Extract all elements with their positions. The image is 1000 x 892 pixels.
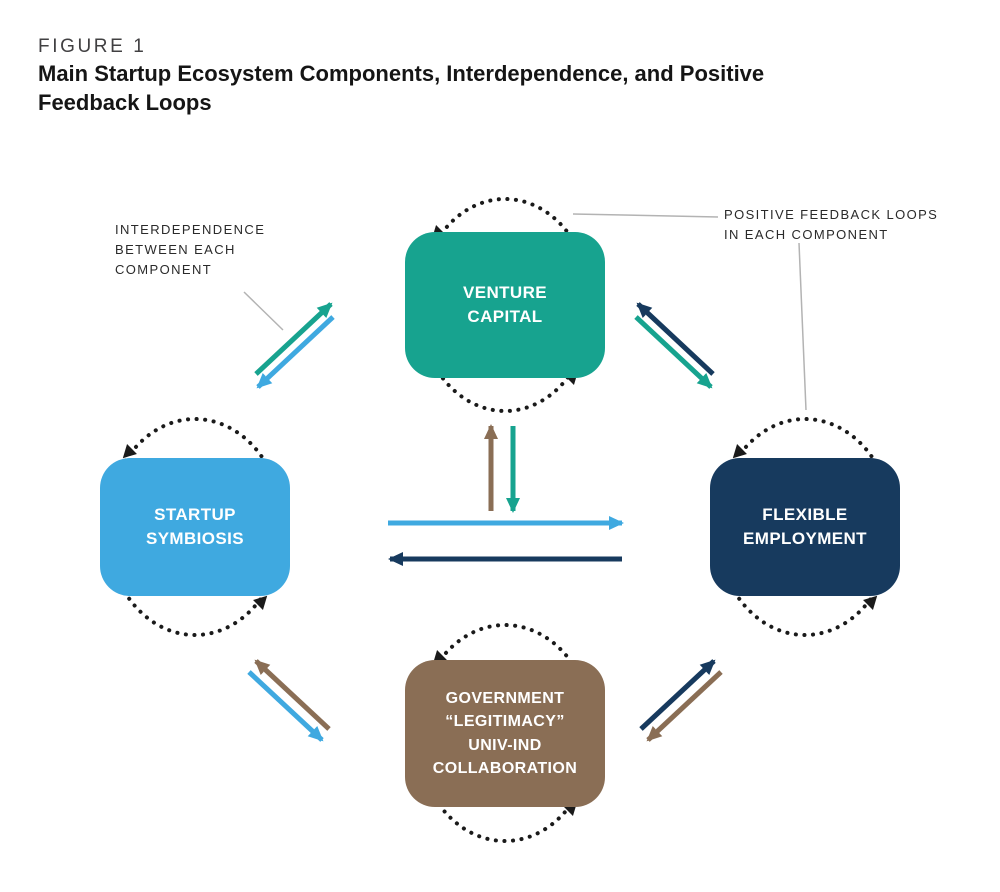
loop-arrowhead-icon xyxy=(863,595,878,610)
annotation-interdependence: INTERDEPENDENCE BETWEEN EACH COMPONENT xyxy=(115,222,266,278)
arrow-to-government xyxy=(247,670,324,742)
node-startup-symbiosis-label: STARTUP SYMBIOSIS xyxy=(145,505,245,548)
arrow-to-venture-capital xyxy=(254,302,333,376)
interdependence-pointer-line xyxy=(243,291,284,331)
node-flexible-employment: FLEXIBLE EMPLOYMENT xyxy=(710,458,900,596)
arrow-to-startup-symbiosis xyxy=(256,315,335,389)
feedback-pointer-line-vc xyxy=(572,213,719,218)
arrows-startup-symbiosis-government xyxy=(247,659,331,742)
feedback-pointer-line-fe xyxy=(798,242,807,411)
arrow-to-flexible-employment xyxy=(639,659,716,731)
arrows-venture-capital-government xyxy=(484,424,520,513)
arrows-startup-symbiosis-flexible-employment xyxy=(388,516,624,566)
figure-label: FIGURE 1 xyxy=(38,36,147,57)
node-government-label: GOVERNMENT “LEGITIMACY” UNIV-IND COLLABO… xyxy=(432,690,578,777)
node-flexible-employment-label: FLEXIBLE EMPLOYMENT xyxy=(743,505,867,548)
node-venture-capital: VENTURE CAPITAL xyxy=(405,232,605,378)
arrows-startup-symbiosis-venture-capital xyxy=(254,302,335,389)
arrow-to-flexible-employment xyxy=(634,315,713,389)
arrows-venture-capital-flexible-employment xyxy=(634,302,715,389)
loop-arrowhead-icon xyxy=(122,444,137,459)
annotation-pointer-lines xyxy=(243,213,807,411)
loop-arrowhead-icon xyxy=(253,595,268,610)
node-venture-capital-label: VENTURE CAPITAL xyxy=(462,283,548,326)
arrow-to-startup-symbiosis xyxy=(254,659,331,731)
loop-arrowhead-icon xyxy=(732,444,747,459)
arrow-to-government xyxy=(646,670,723,742)
annotation-positive-feedback: POSITIVE FEEDBACK LOOPS IN EACH COMPONEN… xyxy=(724,207,939,243)
figure-title: Main Startup Ecosystem Components, Inter… xyxy=(38,61,765,115)
arrows-government-flexible-employment xyxy=(639,659,723,742)
node-government: GOVERNMENT “LEGITIMACY” UNIV-IND COLLABO… xyxy=(405,660,605,807)
node-startup-symbiosis: STARTUP SYMBIOSIS xyxy=(100,458,290,596)
arrow-to-venture-capital xyxy=(636,302,715,376)
